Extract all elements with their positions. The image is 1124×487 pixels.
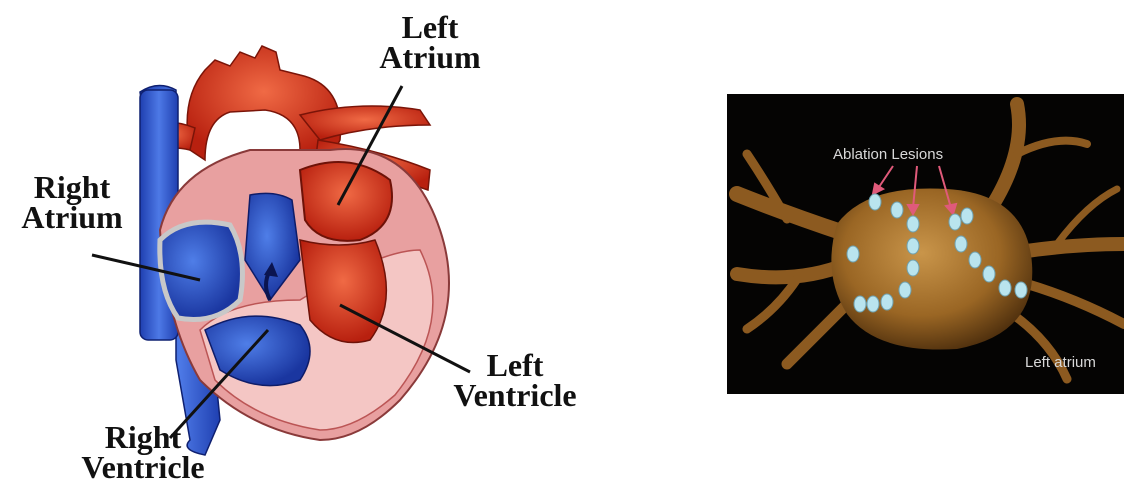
label-left-atrium: Left Atrium bbox=[360, 12, 500, 72]
left-atrium-render bbox=[727, 94, 1124, 394]
heart-diagram: Left Atrium Right Atrium Left Ventricle … bbox=[0, 0, 620, 487]
label-right-ventricle: Right Ventricle bbox=[58, 422, 228, 482]
atrium-body bbox=[831, 188, 1032, 349]
ct-reconstruction-image: Ablation Lesions Left atrium bbox=[727, 94, 1124, 394]
left-atrium-caption: Left atrium bbox=[1025, 354, 1096, 371]
right-atrium-chamber bbox=[160, 222, 243, 319]
heart-illustration bbox=[0, 0, 620, 487]
left-atrium-chamber bbox=[300, 162, 392, 241]
label-left-ventricle: Left Ventricle bbox=[435, 350, 595, 410]
label-right-atrium: Right Atrium bbox=[2, 172, 142, 232]
ablation-lesions-label: Ablation Lesions bbox=[833, 146, 943, 163]
